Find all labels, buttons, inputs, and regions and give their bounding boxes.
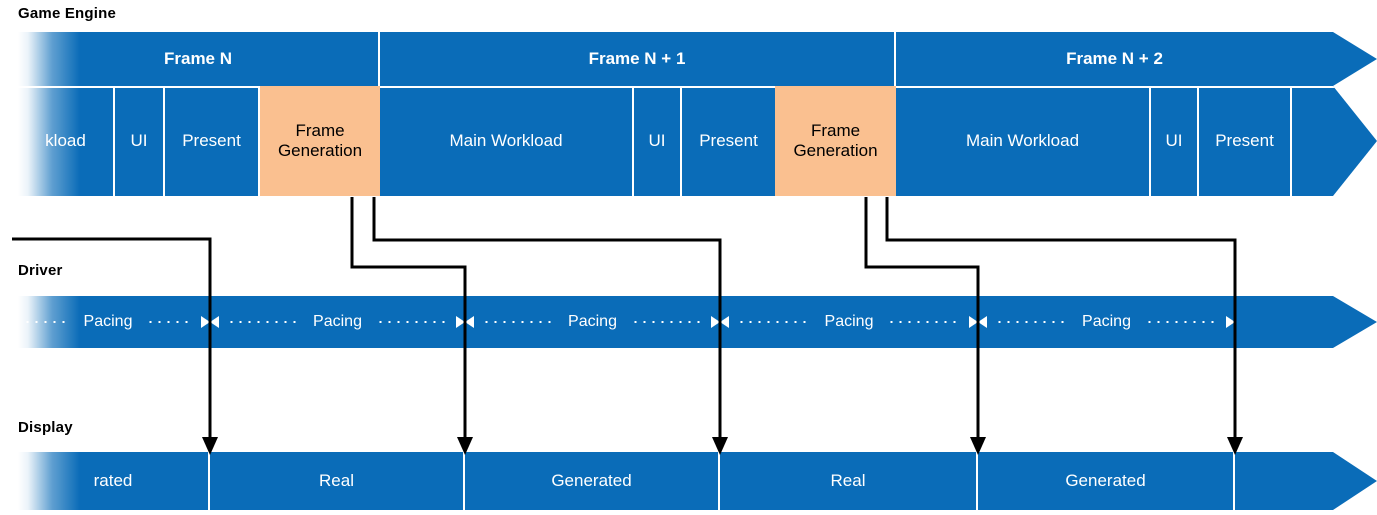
game-engine-frame-header-band: Frame N Frame N + 1 Frame N + 2: [18, 32, 1377, 86]
pacing-label-3: Pacing: [824, 313, 874, 330]
stage-frame-generation-0: Frame Generation: [260, 86, 380, 196]
arrow-right-icon: [969, 316, 978, 328]
pacing-dotted-line: [1145, 321, 1218, 323]
frame-header-0: Frame N: [18, 32, 380, 86]
pacing-dotted-line: [995, 321, 1068, 323]
pacing-label-1: Pacing: [313, 313, 362, 330]
frame-header-1: Frame N + 1: [380, 32, 896, 86]
stage-ui-0: UI: [115, 86, 165, 196]
game-engine-stage-band: kload UI Present Frame Generation Main W…: [18, 86, 1377, 196]
pacing-dotted-line: [227, 321, 299, 323]
pacing-segment-0: Pacing: [18, 296, 210, 348]
pacing-label-2: Pacing: [568, 313, 617, 330]
driver-pacing-band: Pacing Pacing Pacing: [18, 296, 1377, 348]
arrow-right-icon: [711, 316, 720, 328]
arrow-right-icon: [456, 316, 465, 328]
stage-present-1: Present: [699, 131, 758, 151]
arrow-left-icon: [465, 316, 474, 328]
display-frame-3: Real: [720, 452, 978, 510]
arrow-right-icon: [201, 316, 210, 328]
frame-header-2: Frame N + 2: [1066, 49, 1163, 69]
pacing-dotted-line: [887, 321, 961, 323]
stage-present-2: Present: [1199, 86, 1292, 196]
arrow-left-icon: [978, 316, 987, 328]
display-frame-4: Generated: [978, 452, 1235, 510]
row-label-game-engine: Game Engine: [18, 5, 117, 22]
stage-ui-1: UI: [634, 86, 682, 196]
arrow-right-icon: [1226, 316, 1235, 328]
stage-ui-2: UI: [1151, 86, 1199, 196]
pacing-segment-3: Pacing: [720, 296, 978, 348]
pacing-dotted-line: [482, 321, 554, 323]
pacing-dotted-line: [146, 321, 193, 323]
pacing-dotted-line: [23, 321, 70, 323]
pacing-dotted-line: [737, 321, 811, 323]
pacing-label-4: Pacing: [1082, 313, 1131, 330]
row-label-display: Display: [18, 419, 73, 436]
pacing-segment-2: Pacing: [465, 296, 720, 348]
display-frame-1: Real: [210, 452, 465, 510]
stage-main-workload-2: Main Workload: [896, 86, 1151, 196]
display-frame-band: rated Real Generated Real Generated: [18, 452, 1377, 510]
display-frame-0: rated: [18, 452, 210, 510]
stage-frame-generation-1: Frame Generation: [775, 86, 896, 196]
pacing-label-0: Pacing: [83, 313, 133, 330]
stage-present-0: Present: [165, 86, 260, 196]
stage-main-workload-1: Main Workload: [380, 86, 634, 196]
band-divider-line: [18, 86, 1377, 88]
pacing-dotted-line: [631, 321, 703, 323]
pacing-segment-4: Pacing: [978, 296, 1235, 348]
row-label-driver: Driver: [18, 262, 63, 279]
display-frame-2: Generated: [465, 452, 720, 510]
arrow-left-icon: [720, 316, 729, 328]
pacing-segment-1: Pacing: [210, 296, 465, 348]
stage-main-workload-0: kload: [18, 86, 115, 196]
pacing-dotted-line: [376, 321, 448, 323]
arrow-left-icon: [210, 316, 219, 328]
